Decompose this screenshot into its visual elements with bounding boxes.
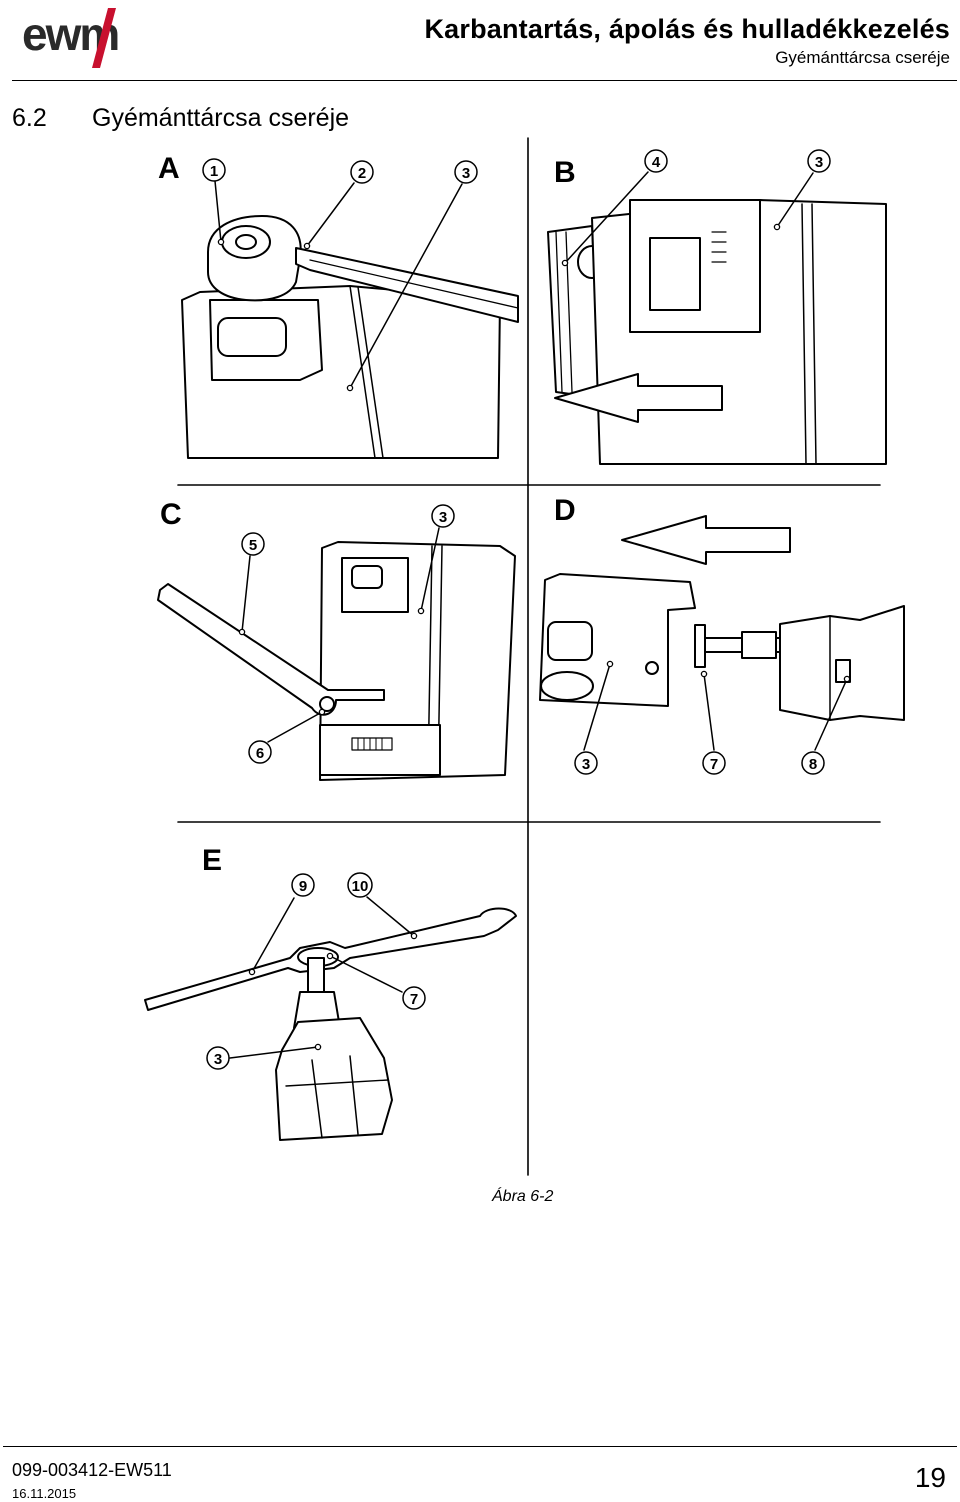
callout-e-3: 3 [214, 1051, 222, 1068]
panel-e-illustration [144, 907, 517, 1141]
callout-b-4: 4 [652, 154, 661, 171]
page-number: 19 [914, 1462, 946, 1493]
callout-leaders [214, 171, 848, 1059]
callout-e-10: 10 [352, 878, 369, 895]
callout-c-3: 3 [439, 509, 447, 526]
panel-d-illustration [539, 515, 905, 721]
figure-caption: Ábra 6-2 [492, 1188, 554, 1205]
header-title: Karbantartás, ápolás és hulladékkezelés [424, 14, 950, 44]
callout-e-7: 7 [410, 991, 418, 1008]
panel-label-d: D [554, 494, 576, 527]
panel-label-e: E [202, 844, 222, 877]
footer-divider [3, 1446, 957, 1447]
panel-c-illustration [157, 541, 516, 781]
callout-d-8: 8 [809, 756, 817, 773]
ewm-logo: ewm [22, 8, 120, 68]
callout-anchor-dots [217, 223, 851, 1051]
callout-d-7: 7 [710, 756, 718, 773]
header-divider [12, 80, 957, 81]
callout-circles [202, 149, 831, 1070]
callout-a-2: 2 [358, 165, 366, 182]
section-number: 6.2 [12, 104, 47, 132]
document-number: 099-003412-EW511 [12, 1460, 172, 1480]
callout-c-6: 6 [256, 745, 264, 762]
document-date: 16.11.2015 [12, 1486, 77, 1501]
panel-label-c: C [160, 498, 182, 531]
panel-b-illustration [547, 199, 887, 465]
panel-a-illustration [181, 215, 519, 459]
section-title: Gyémánttárcsa cseréje [92, 104, 350, 132]
callout-b-3: 3 [815, 154, 823, 171]
panel-label-b: B [554, 156, 576, 189]
callout-a-1: 1 [210, 163, 218, 180]
callout-e-9: 9 [299, 878, 307, 895]
callout-d-3: 3 [582, 756, 590, 773]
callout-a-3: 3 [462, 165, 470, 182]
callout-c-5: 5 [249, 537, 257, 554]
header-subtitle: Gyémánttárcsa cseréje [775, 48, 950, 67]
panel-grid [177, 137, 881, 1176]
panel-label-a: A [158, 152, 180, 185]
